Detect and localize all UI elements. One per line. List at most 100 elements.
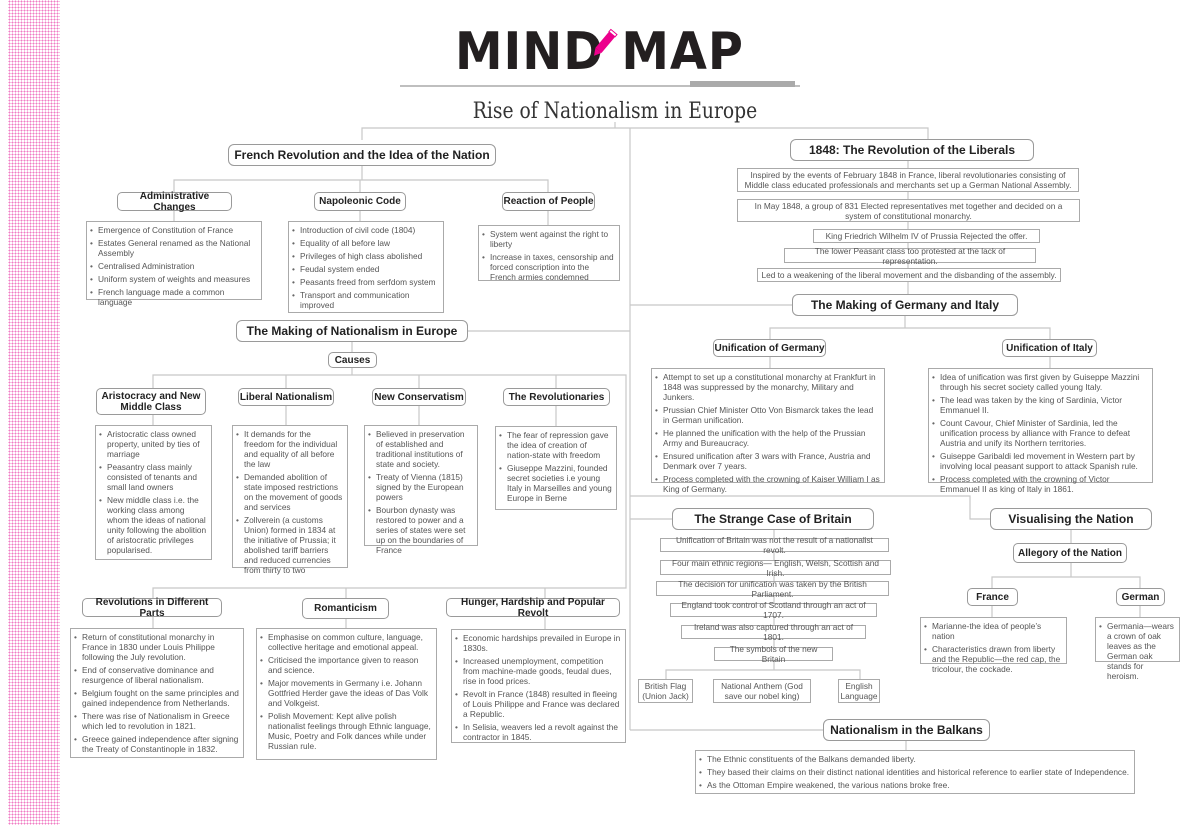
revolution-1848-note: Inspired by the events of February 1848 … (737, 168, 1079, 192)
france-list: Marianne-the idea of people’s nationChar… (920, 617, 1067, 674)
napoleonic-code-heading: Napoleonic Code (314, 192, 406, 211)
bullet-list: Emergence of Constitution of FranceEstat… (90, 225, 257, 307)
aristocracy-list: Aristocratic class owned property, unite… (95, 425, 212, 560)
list-item: Believed in preservation of established … (368, 429, 473, 469)
list-item: Revolt in France (1848) resulted in flee… (455, 689, 621, 719)
pencil-icon (594, 28, 618, 56)
list-item: Belgium fought on the same principles an… (74, 688, 239, 708)
bullet-list: Idea of unification was first given by G… (932, 372, 1148, 494)
list-item: Attempt to set up a constitutional monar… (655, 372, 880, 402)
balkans-heading: Nationalism in the Balkans (823, 719, 990, 741)
britain-symbol-anthem: National Anthem (God save our nobel king… (713, 679, 811, 703)
list-item: There was rise of Nationalism in Greece … (74, 711, 239, 731)
list-item: Transport and communication improved (292, 290, 439, 310)
aristocracy-heading: Aristocracy and New Middle Class (96, 388, 206, 415)
list-item: Marianne-the idea of people’s nation (924, 621, 1062, 641)
britain-note: The symbols of the new Britain (714, 644, 833, 664)
britain-note: Ireland was also captured through an act… (681, 622, 866, 642)
bullet-list: It demands for the freedom for the indiv… (236, 429, 343, 575)
romanticism-heading: Romanticism (302, 598, 389, 619)
list-item: As the Ottoman Empire weakened, the vari… (699, 780, 1130, 790)
bullet-list: Marianne-the idea of people’s nationChar… (924, 621, 1062, 674)
list-item: He planned the unification with the help… (655, 428, 880, 448)
britain-heading: The Strange Case of Britain (672, 508, 874, 530)
bullet-list: Emphasise on common culture, language, c… (260, 632, 432, 751)
liberal-nationalism-heading: Liberal Nationalism (238, 388, 334, 406)
list-item: Equality of all before law (292, 238, 439, 248)
bullet-list: Believed in preservation of established … (368, 429, 473, 555)
revolutions-heading: Revolutions in Different Parts (82, 597, 222, 619)
list-item: Emphasise on common culture, language, c… (260, 632, 432, 652)
administrative-changes-heading: Administrative Changes (117, 191, 232, 213)
list-item: The fear of repression gave the idea of … (499, 430, 612, 460)
britain-note: Unification of Britain was not the resul… (660, 535, 889, 555)
list-item: Polish Movement: Kept alive polish natio… (260, 711, 432, 751)
napoleonic-code-list: Introduction of civil code (1804) Equalit… (288, 221, 444, 313)
revolutionaries-heading: The Revolutionaries (503, 388, 610, 406)
bullet-list: Return of constitutional monarchy in Fra… (74, 632, 239, 754)
bullet-list: Introduction of civil code (1804) Equalit… (292, 225, 439, 310)
balkans-list: The Ethnic constituents of the Balkans d… (695, 750, 1135, 794)
britain-symbol-language: English Language (838, 679, 880, 703)
administrative-changes-list: Emergence of Constitution of FranceEstat… (86, 221, 262, 307)
list-item: It demands for the freedom for the indiv… (236, 429, 343, 469)
romanticism-list: Emphasise on common culture, language, c… (256, 628, 437, 760)
list-item: Giuseppe Mazzini, founded secret societi… (499, 463, 612, 503)
unification-germany-heading: Unification of Germany (713, 339, 826, 357)
decorative-dot-strip (8, 0, 60, 825)
unification-germany-list: Attempt to set up a constitutional monar… (651, 368, 885, 494)
list-item: Peasants freed from serfdom system (292, 277, 439, 287)
page-title: Rise of Nationalism in Europe (472, 99, 758, 124)
list-item: Introduction of civil code (1804) (292, 225, 439, 235)
list-item: Ensured unification after 3 wars with Fr… (655, 451, 880, 471)
bullet-list: System went against the right to liberty… (482, 229, 615, 282)
germany-italy-heading: The Making of Germany and Italy (792, 294, 1018, 316)
list-item: Increase in taxes, censorship and forced… (482, 252, 615, 282)
allegory-heading: Allegory of the Nation (1013, 543, 1127, 563)
list-item: Prussian Chief Minister Otto Von Bismarc… (655, 405, 880, 425)
list-item: Characteristics drawn from liberty and t… (924, 644, 1062, 674)
list-item: French language made a common language (90, 287, 257, 307)
britain-note: England took control of Scotland through… (670, 600, 877, 620)
list-item: Bourbon dynasty was restored to power an… (368, 505, 473, 555)
german-list: Germania—wears a crown of oak leaves as … (1095, 617, 1180, 681)
list-item: They based their claims on their distinc… (699, 767, 1130, 777)
visualising-nation-heading: Visualising the Nation (990, 508, 1152, 530)
list-item: Greece gained independence after signing… (74, 734, 239, 754)
reaction-of-people-heading: Reaction of People (502, 192, 595, 211)
new-conservatism-list: Believed in preservation of established … (364, 425, 478, 555)
britain-symbol-flag: British Flag (Union Jack) (638, 679, 693, 703)
list-item: Idea of unification was first given by G… (932, 372, 1148, 392)
list-item: Guiseppe Garibaldi led movement in Weste… (932, 451, 1148, 471)
list-item: Peasantry class mainly consisted of tena… (99, 462, 207, 492)
list-item: Germania—wears a crown of oak leaves as … (1099, 621, 1175, 681)
hunger-hardship-heading: Hunger, Hardship and Popular Revolt (446, 597, 620, 619)
mind-map-logo: MIND MAP (455, 22, 775, 82)
list-item: Demanded abolition of state imposed rest… (236, 472, 343, 512)
bullet-list: Germania—wears a crown of oak leaves as … (1099, 621, 1175, 681)
bullet-list: Economic hardships prevailed in Europe i… (455, 633, 621, 742)
list-item: Major movements in Germany i.e. Johann G… (260, 678, 432, 708)
list-item: Centralised Administration (90, 261, 257, 271)
list-item: Privileges of high class abolished (292, 251, 439, 261)
list-item: Zollverein (a customs Union) formed in 1… (236, 515, 343, 575)
revolution-1848-note: The lower Peasant class too protested at… (784, 246, 1036, 266)
list-item: Aristocratic class owned property, unite… (99, 429, 207, 459)
list-item: Economic hardships prevailed in Europe i… (455, 633, 621, 653)
french-revolution-heading: French Revolution and the Idea of the Na… (228, 144, 496, 166)
list-item: Increased unemployment, competition from… (455, 656, 621, 686)
reaction-of-people-list: System went against the right to liberty… (478, 225, 620, 282)
list-item: System went against the right to liberty (482, 229, 615, 249)
revolution-1848-note: King Friedrich Wilhelm IV of Prussia Rej… (813, 229, 1040, 243)
unification-italy-list: Idea of unification was first given by G… (928, 368, 1153, 494)
list-item: Uniform system of weights and measures (90, 274, 257, 284)
bullet-list: The fear of repression gave the idea of … (499, 430, 612, 503)
list-item: Feudal system ended (292, 264, 439, 274)
hunger-hardship-list: Economic hardships prevailed in Europe i… (451, 629, 626, 743)
revolutionaries-list: The fear of repression gave the idea of … (495, 426, 617, 510)
bullet-list: Attempt to set up a constitutional monar… (655, 372, 880, 494)
revolution-1848-note: Led to a weakening of the liberal moveme… (757, 268, 1061, 282)
france-heading: France (967, 588, 1018, 606)
revolution-1848-note: In May 1848, a group of 831 Elected repr… (737, 199, 1080, 222)
revolutions-list: Return of constitutional monarchy in Fra… (70, 628, 244, 758)
